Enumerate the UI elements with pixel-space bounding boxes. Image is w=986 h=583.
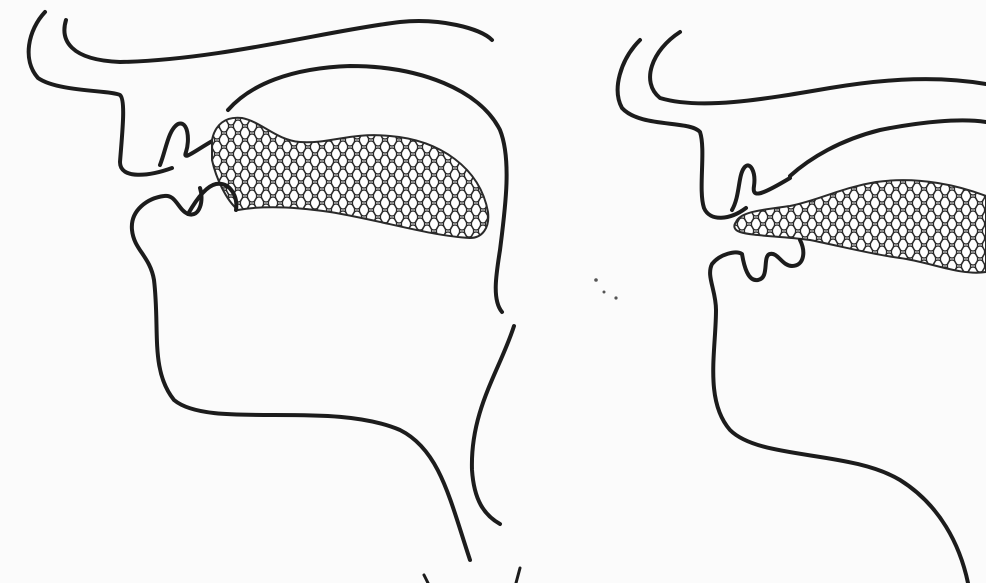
- right-face-outline: [618, 40, 746, 218]
- right-lower-teeth: [710, 240, 803, 310]
- left-face-outline: [29, 12, 172, 175]
- left-pharynx-wall: [472, 326, 514, 524]
- left-lower-lip: [132, 188, 470, 560]
- right-velum-line: [790, 120, 986, 176]
- left-tongue: [212, 118, 488, 238]
- right-tongue: [734, 180, 986, 273]
- left-upper-teeth: [160, 123, 214, 165]
- left-neck-mark: [424, 575, 428, 583]
- right-upper-teeth: [732, 165, 790, 210]
- right-panel: [618, 32, 986, 583]
- left-panel: [29, 12, 520, 583]
- right-chin: [713, 310, 968, 583]
- right-palate-line: [650, 32, 986, 103]
- left-palate-line: [64, 20, 492, 62]
- left-neck-mark-2: [516, 568, 520, 583]
- scan-specks: [594, 278, 617, 299]
